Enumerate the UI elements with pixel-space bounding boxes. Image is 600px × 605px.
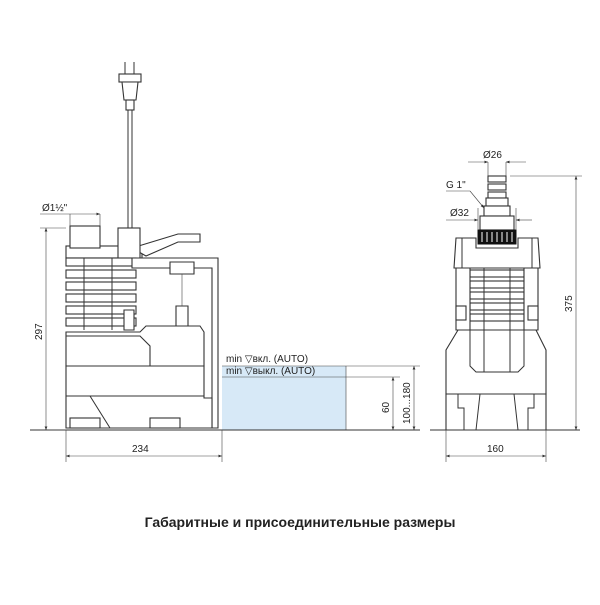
plug-icon xyxy=(118,62,142,111)
front-view: Ø1½" 297 234 min ▽вкл. (AUTO) min ▽выкл.… xyxy=(30,62,420,462)
side-motor-fins xyxy=(469,268,525,330)
front-width-label: 234 xyxy=(132,444,149,455)
side-height-label: 375 xyxy=(564,295,575,312)
pipe-diameter-label: Ø1½" xyxy=(42,203,68,214)
outlet-diameter-label: Ø32 xyxy=(450,208,469,219)
water-area xyxy=(222,366,346,430)
thread-label: G 1" xyxy=(446,180,466,191)
pump-base xyxy=(65,365,213,429)
drawing-caption: Габаритные и присоединительные размеры xyxy=(144,514,456,530)
hose-diameter-label: Ø26 xyxy=(483,150,502,161)
level-off-label: min ▽выкл. (AUTO) xyxy=(226,366,315,377)
motor-fins xyxy=(65,257,137,330)
front-height-label: 297 xyxy=(34,323,45,340)
hose-connector xyxy=(477,175,517,245)
side-view: Ø26 G 1" Ø32 375 160 xyxy=(430,150,582,462)
level-on-label: min ▽вкл. (AUTO) xyxy=(226,354,308,365)
side-width-label: 160 xyxy=(487,444,504,455)
level-range-label: 100...180 xyxy=(402,382,413,424)
side-base xyxy=(445,393,547,431)
level-60-label: 60 xyxy=(381,401,392,413)
